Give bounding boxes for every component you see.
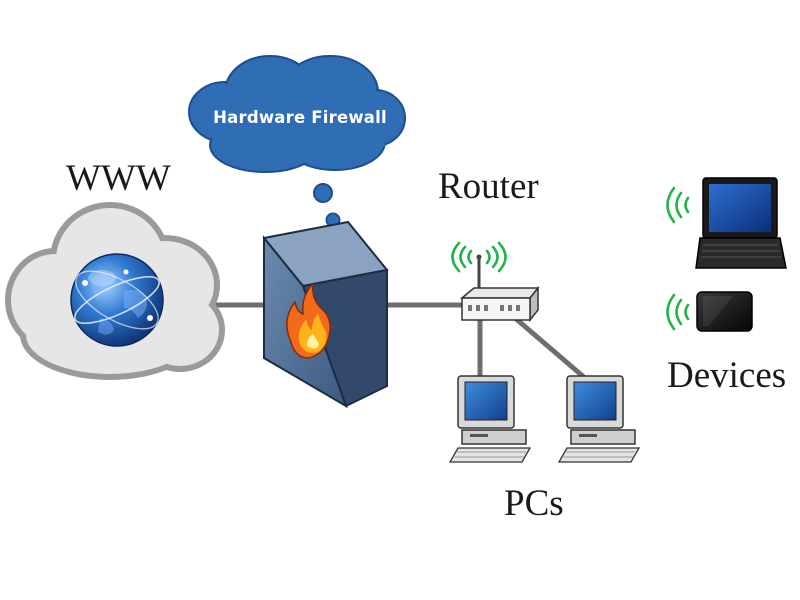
wifi-signal-icon	[666, 186, 690, 224]
router-label: Router	[438, 166, 539, 207]
internet-cloud	[5, 202, 225, 380]
connection-lines	[212, 302, 588, 381]
desktop-pc-icon	[448, 375, 532, 463]
firewall-callout-cloud	[188, 55, 406, 245]
callout-label: Hardware Firewall	[213, 108, 387, 127]
pcs-label: PCs	[504, 483, 564, 524]
globe-icon	[70, 253, 164, 347]
wifi-signal-icon	[451, 241, 507, 273]
devices-label: Devices	[667, 355, 787, 396]
flame-icon	[286, 281, 331, 359]
firewall-server-icon	[262, 220, 389, 409]
wifi-signal-icon	[666, 293, 690, 331]
tablet-icon	[666, 291, 753, 332]
desktop-pc-icon	[557, 375, 641, 463]
link-router-pc2	[512, 315, 588, 381]
internet-label: WWW	[66, 158, 171, 199]
laptop-icon	[666, 177, 787, 269]
router-icon	[451, 241, 540, 323]
